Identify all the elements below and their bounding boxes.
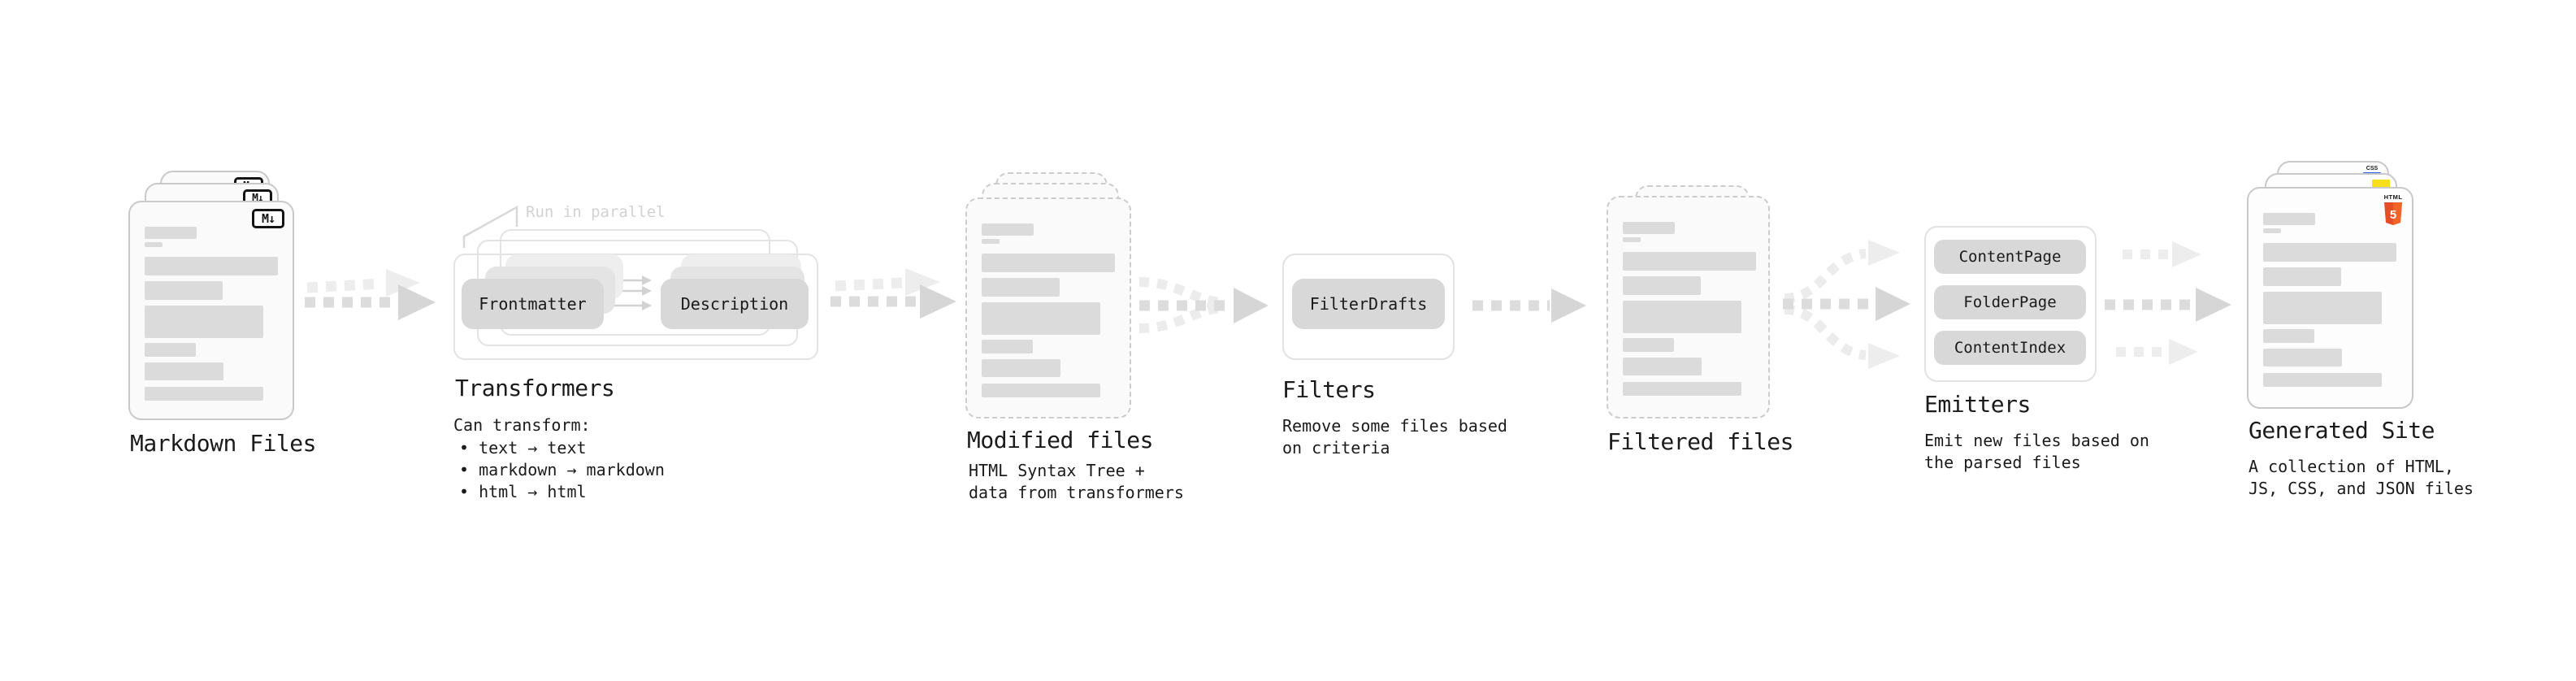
- html5-icon: HTML 5: [2384, 193, 2403, 225]
- frontmatter-node: Frontmatter: [462, 279, 604, 329]
- run-in-parallel-annotation: Run in parallel: [526, 203, 666, 221]
- svg-text:HTML: HTML: [2384, 193, 2403, 201]
- transformer-card-front: [453, 254, 818, 360]
- transformers-bullet: • text → text: [459, 438, 587, 458]
- contentpage-node-label: ContentPage: [1958, 248, 2062, 266]
- frontmatter-node-label: Frontmatter: [479, 294, 587, 314]
- text-line-placeholder: [1623, 237, 1641, 242]
- text-line-placeholder: [2263, 292, 2382, 324]
- text-line-placeholder: [982, 359, 1060, 377]
- description-node-label: Description: [680, 294, 789, 314]
- arrow-transformers-to-modified: [830, 268, 956, 319]
- text-line-placeholder: [145, 227, 197, 239]
- filters-sublabel-line1: Remove some files based: [1282, 416, 1507, 436]
- svg-text:5: 5: [2390, 208, 2396, 222]
- contentindex-node: ContentIndex: [1934, 331, 2086, 365]
- text-line-placeholder: [2263, 349, 2342, 367]
- text-line-placeholder: [1623, 358, 1702, 375]
- generated-site-sublabel-line2: JS, CSS, and JSON files: [2249, 479, 2474, 498]
- text-line-placeholder: [1623, 222, 1675, 234]
- folderpage-node: FolderPage: [1934, 285, 2086, 319]
- transformers-bullet: • markdown → markdown: [459, 460, 665, 479]
- markdown-icon-text: M↓: [261, 211, 275, 226]
- stage-label-generated-site: Generated Site: [2249, 417, 2435, 444]
- css-icon-text: CSS: [2366, 166, 2379, 171]
- arrow-modified-to-filters-merge: [1138, 277, 1268, 333]
- contentindex-node-label: ContentIndex: [1954, 339, 2066, 357]
- filterdrafts-node: FilterDrafts: [1292, 279, 1445, 329]
- modified-files-sublabel-line2: data from transformers: [969, 483, 1184, 502]
- filters-sublabel-line2: on criteria: [1282, 438, 1390, 458]
- text-line-placeholder: [1623, 382, 1741, 396]
- text-line-placeholder: [145, 281, 223, 300]
- arrow-markdown-to-transformers: [305, 269, 436, 320]
- text-line-placeholder: [982, 384, 1100, 397]
- arrow-filtered-to-emitters-split: [1783, 240, 1910, 369]
- text-line-placeholder: [982, 254, 1115, 272]
- stage-title-filters: Filters: [1282, 376, 1376, 403]
- text-line-placeholder: [1623, 338, 1674, 352]
- emitters-sublabel-line1: Emit new files based on: [1924, 431, 2149, 450]
- stage-label-modified-files: Modified files: [967, 427, 1154, 453]
- stage-title-emitters: Emitters: [1924, 391, 2031, 418]
- text-line-placeholder: [145, 387, 263, 401]
- text-line-placeholder: [145, 242, 163, 247]
- transformers-description-heading: Can transform:: [453, 415, 591, 435]
- arrow-filters-to-filtered: [1472, 288, 1586, 323]
- text-line-placeholder: [982, 239, 1000, 244]
- text-line-placeholder: [145, 257, 278, 275]
- filterdrafts-node-label: FilterDrafts: [1309, 294, 1428, 314]
- transformers-bullet: • html → html: [459, 482, 587, 501]
- text-line-placeholder: [982, 278, 1060, 297]
- arrow-emitters-to-generated: [2105, 241, 2231, 365]
- description-node: Description: [661, 279, 809, 329]
- document-front-html: HTML 5: [2247, 187, 2413, 409]
- text-line-placeholder: [1623, 276, 1701, 295]
- text-line-placeholder: [2263, 213, 2315, 225]
- text-line-placeholder: [2263, 329, 2314, 343]
- stage-title-transformers: Transformers: [455, 375, 615, 401]
- text-line-placeholder: [145, 362, 223, 380]
- text-line-placeholder: [145, 306, 263, 338]
- text-line-placeholder: [1623, 301, 1741, 333]
- text-line-placeholder: [2263, 243, 2396, 262]
- folderpage-node-label: FolderPage: [1963, 293, 2057, 311]
- stage-label-markdown-files: Markdown Files: [130, 430, 317, 457]
- document-front: [965, 197, 1131, 419]
- generated-site-sublabel-line1: A collection of HTML,: [2249, 457, 2454, 476]
- document-front: [1607, 196, 1770, 419]
- stage-label-filtered-files: Filtered files: [1607, 428, 1794, 455]
- text-line-placeholder: [982, 340, 1033, 354]
- contentpage-node: ContentPage: [1934, 240, 2086, 274]
- text-line-placeholder: [982, 302, 1100, 335]
- text-line-placeholder: [2263, 228, 2281, 233]
- text-line-placeholder: [2263, 373, 2382, 387]
- text-line-placeholder: [2263, 267, 2341, 286]
- text-line-placeholder: [982, 223, 1034, 236]
- modified-files-sublabel-line1: HTML Syntax Tree +: [969, 461, 1145, 480]
- markdown-icon: M↓: [252, 209, 284, 228]
- document-front: M↓: [128, 201, 294, 420]
- text-line-placeholder: [145, 343, 196, 357]
- emitters-sublabel-line2: the parsed files: [1924, 453, 2081, 472]
- text-line-placeholder: [1623, 252, 1756, 271]
